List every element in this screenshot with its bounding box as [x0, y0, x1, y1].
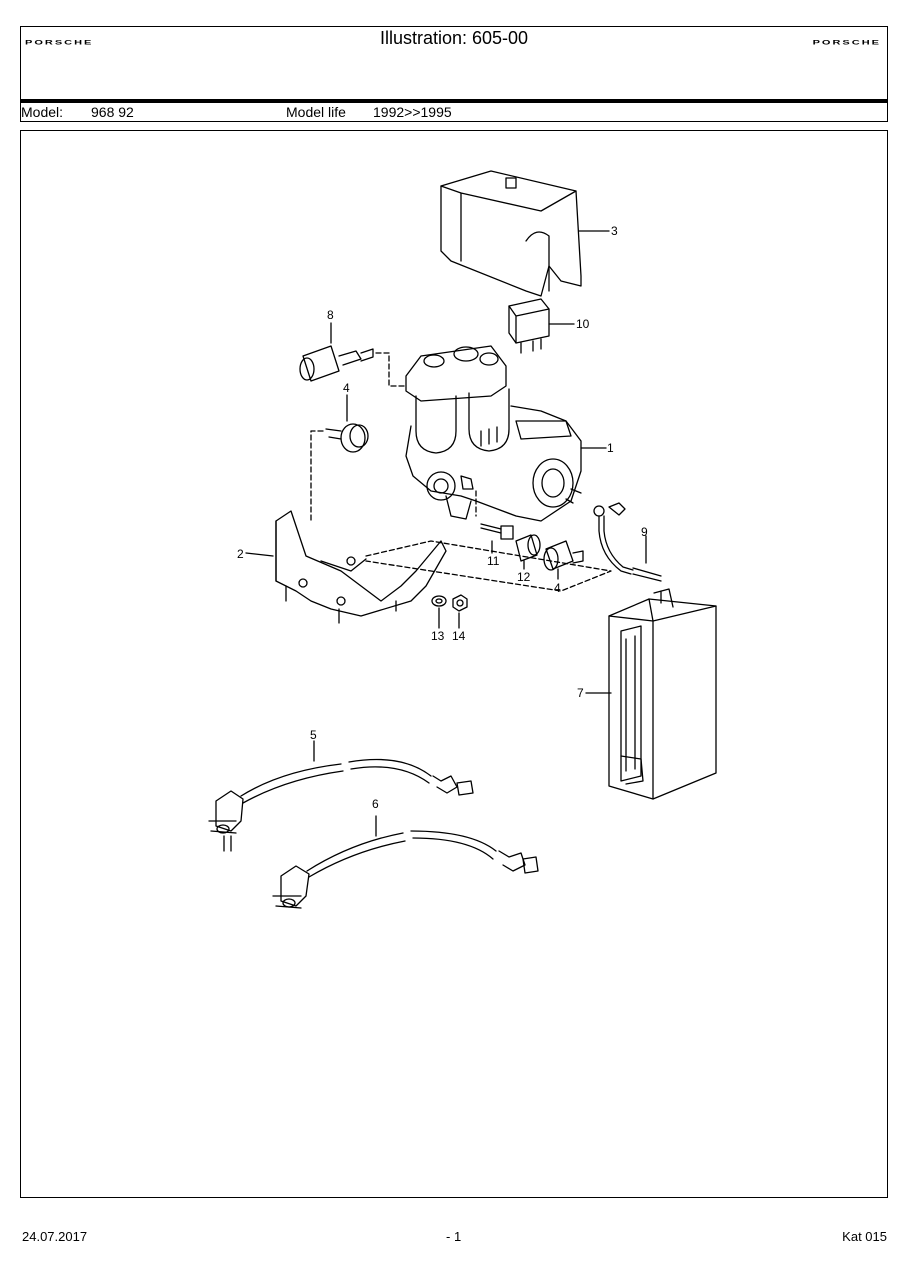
model-life-value: 1992>>1995 [373, 104, 452, 120]
callout-2: 2 [237, 547, 244, 561]
part-plug-upper [325, 423, 369, 453]
footer-date: 24.07.2017 [22, 1229, 88, 1244]
illustration-frame: 3 10 8 4 1 2 9 11 12 4 13 14 7 5 6 [20, 130, 888, 1198]
callout-4-lower: 4 [554, 581, 561, 595]
callout-4-upper: 4 [343, 381, 350, 395]
dash-2 [365, 540, 612, 592]
brand-logo-right: PORSCHE [812, 39, 881, 47]
part-cover [440, 170, 582, 297]
callout-12: 12 [517, 570, 531, 584]
part-plug-lower [543, 540, 584, 571]
part-washer [431, 595, 447, 607]
model-bar: Model: 968 92 Model life 1992>>1995 [20, 100, 888, 122]
part-sensor-cable-6 [272, 830, 539, 909]
model-value: 968 92 [91, 104, 134, 120]
callout-9: 9 [641, 525, 648, 539]
part-damper-12 [515, 534, 541, 562]
brand-logo-left: PORSCHE [25, 39, 94, 47]
callout-8: 8 [327, 308, 334, 322]
dash-8 [375, 352, 407, 387]
page-title: Illustration: 605-00 [379, 28, 529, 48]
model-life-label: Model life [286, 104, 346, 120]
dash-4a [310, 430, 324, 522]
model-label: Model: [21, 104, 64, 120]
part-ground-cable [593, 502, 662, 582]
callout-6: 6 [372, 797, 379, 811]
part-bolt-11 [480, 523, 514, 540]
leader-2 [245, 552, 274, 557]
callout-13: 13 [431, 629, 445, 643]
callout-14: 14 [452, 629, 466, 643]
part-hydraulic-unit [405, 345, 582, 522]
callout-3: 3 [611, 224, 618, 238]
part-relay [508, 298, 550, 354]
leader-13-14 [438, 607, 460, 629]
parts-illustration: 3 10 8 4 1 2 9 11 12 4 13 14 7 5 6 [208, 170, 717, 909]
footer-catalog: Kat 015 [842, 1229, 887, 1244]
part-control-unit [608, 588, 717, 800]
footer-page-number: - 1 [446, 1229, 462, 1244]
callout-5: 5 [310, 728, 317, 742]
callout-7: 7 [577, 686, 584, 700]
callout-1: 1 [607, 441, 614, 455]
callout-10: 10 [576, 317, 590, 331]
header-box: PORSCHE Illustration: 605-00 PORSCHE [20, 26, 888, 100]
part-sensor-cable-5 [208, 758, 474, 852]
part-valve [299, 345, 374, 382]
part-nut-14 [452, 594, 468, 612]
callout-11: 11 [487, 554, 500, 568]
part-bracket [275, 510, 447, 624]
